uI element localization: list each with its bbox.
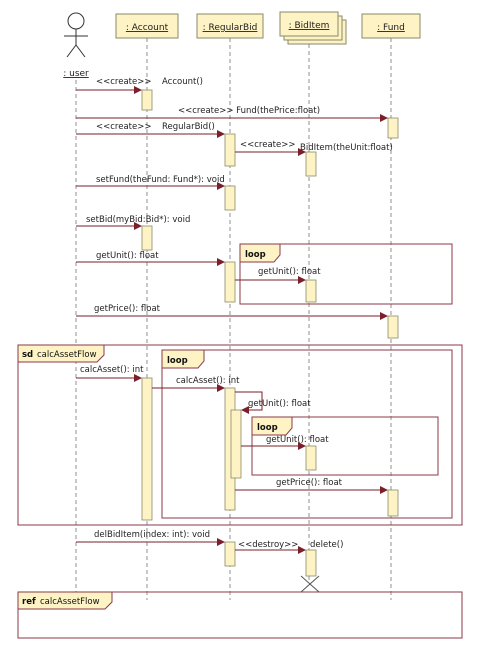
msg-label-10: calcAsset(): int — [80, 365, 144, 375]
lifeline-label-biditem: : BidItem — [289, 21, 330, 31]
message-labels: <<create>> Account() <<create>> Fund(the… — [80, 77, 393, 550]
message-arrows — [76, 86, 388, 554]
ref-tab: ref calcAssetFlow — [17, 591, 113, 610]
msg-getunit-self — [235, 391, 263, 414]
lifeline-label-account: : Account — [126, 23, 169, 33]
msg-label-2: <<create>> Fund(thePrice:float) — [178, 106, 320, 116]
msg-label-9: getPrice(): float — [94, 304, 161, 314]
msg-label-13: getUnit(): float — [266, 435, 329, 445]
msg-label-15: delBidItem(index: int): void — [94, 530, 210, 540]
actor-label: : user — [63, 69, 89, 79]
msg-label-4: <<create>> — [240, 140, 295, 150]
msg-label-17: delete() — [310, 540, 343, 550]
svg-text:loop: loop — [245, 250, 266, 260]
svg-text:loop: loop — [257, 423, 278, 433]
svg-text:ref: ref — [22, 597, 36, 607]
msg-label-3: <<create>> — [96, 122, 151, 132]
loop-frame-1 — [239, 243, 453, 305]
ref-frame — [17, 591, 463, 639]
loop-tab-2: loop — [161, 349, 205, 369]
loop-tab-3: loop — [251, 416, 293, 436]
lifeline-regularbid: : RegularBid — [196, 13, 264, 39]
lifeline-biditem: : BidItem — [279, 11, 347, 45]
msg-label-3b: RegularBid() — [162, 122, 215, 132]
msg-label-1b: Account() — [162, 77, 203, 87]
msg-label-16: <<destroy>> — [238, 540, 298, 550]
msg-label-6: setBid(myBid:Bid*): void — [86, 215, 190, 225]
svg-text:calcAssetFlow: calcAssetFlow — [40, 597, 100, 607]
msg-label-1: <<create>> — [96, 77, 151, 87]
activation-bars — [141, 89, 399, 577]
loop-tab-1: loop — [239, 243, 281, 263]
sd-tab: sd calcAssetFlow — [17, 344, 105, 363]
lifeline-account: : Account — [115, 13, 179, 39]
msg-label-11: calcAsset(): int — [176, 376, 240, 386]
svg-text:calcAssetFlow: calcAssetFlow — [37, 350, 97, 360]
msg-label-8: getUnit(): float — [258, 267, 321, 277]
msg-label-14: getPrice(): float — [276, 478, 343, 488]
svg-text:sd: sd — [22, 350, 33, 360]
svg-text:loop: loop — [167, 356, 188, 366]
sd-frame — [17, 344, 463, 526]
frames — [17, 243, 463, 639]
msg-label-5: setFund(theFund: Fund*): void — [96, 175, 225, 185]
lifeline-fund: : Fund — [361, 13, 421, 39]
loop-frame-2 — [161, 349, 453, 519]
lifeline-label-fund: : Fund — [377, 23, 405, 33]
destroy-x-icon — [300, 575, 320, 593]
lifeline-label-regularbid: : RegularBid — [203, 23, 258, 33]
msg-label-12: getUnit(): float — [248, 399, 311, 409]
msg-label-7: getUnit(): float — [96, 251, 159, 261]
actor-user: : user — [63, 12, 89, 79]
msg-label-4b: BidItem(theUnit:float) — [300, 143, 393, 153]
